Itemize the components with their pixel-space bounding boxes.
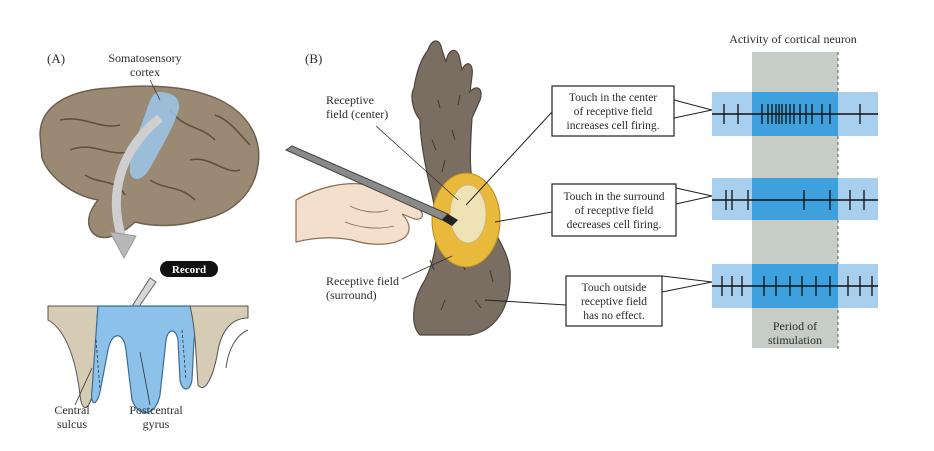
sulcus-leader-line — [74, 367, 93, 406]
receptive-field-center — [449, 184, 487, 244]
svg-text:has no effect.: has no effect. — [583, 310, 645, 322]
svg-text:Receptive: Receptive — [326, 93, 374, 107]
trace-row-2 — [712, 178, 878, 220]
svg-text:sulcus: sulcus — [57, 417, 87, 431]
probe-stick — [284, 145, 458, 226]
postcentral-gyrus-label: Postcentral gyrus — [129, 403, 183, 431]
svg-text:of receptive field: of receptive field — [574, 106, 653, 118]
rf-surround-leader-line — [401, 255, 453, 280]
svg-text:gyrus: gyrus — [143, 417, 170, 431]
zoom-arrow — [109, 114, 163, 260]
activity-title: Activity of cortical neuron — [729, 32, 857, 46]
svg-text:Central: Central — [54, 403, 90, 417]
record-badge: Record — [160, 261, 218, 277]
monkey-brain — [39, 85, 260, 239]
svg-text:Touch in the surround: Touch in the surround — [563, 191, 664, 203]
panel-b-label: (B) — [305, 51, 322, 66]
trace-row-1 — [712, 92, 878, 136]
svg-text:Record: Record — [172, 264, 206, 276]
svg-text:Period of: Period of — [773, 319, 817, 333]
svg-text:(surround): (surround) — [326, 288, 377, 302]
panel-a-label: (A) — [47, 51, 65, 66]
svg-text:receptive field: receptive field — [581, 296, 647, 308]
rf-surround-label: Receptive field (surround) — [326, 274, 399, 302]
callout-outside: Touch outside receptive field has no eff… — [484, 275, 713, 327]
svg-text:of receptive field: of receptive field — [575, 205, 654, 217]
svg-text:increases cell firing.: increases cell firing. — [567, 120, 660, 132]
svg-text:cortex: cortex — [130, 65, 160, 79]
rf-center-leader-line — [375, 125, 459, 201]
cortex-leader-line — [149, 79, 161, 101]
rf-center-label: Receptive field (center) — [326, 93, 388, 121]
svg-text:field (center): field (center) — [326, 107, 388, 121]
callout-surround: Touch in the surround of receptive field… — [494, 183, 713, 237]
svg-text:decreases cell firing.: decreases cell firing. — [567, 219, 662, 231]
cortex-label: Somatosensory cortex — [108, 51, 181, 79]
svg-text:Postcentral: Postcentral — [129, 403, 183, 417]
stimulation-label: Period of stimulation — [768, 319, 822, 347]
svg-text:Somatosensory: Somatosensory — [108, 51, 181, 65]
svg-text:stimulation: stimulation — [768, 333, 822, 347]
svg-text:Receptive field: Receptive field — [326, 274, 399, 288]
brain-sulci — [59, 109, 251, 201]
probe-hand — [295, 183, 424, 245]
central-sulcus-label: Central sulcus — [54, 403, 90, 431]
gyrus-leader-line — [139, 351, 151, 406]
cortex-cross-section — [47, 305, 249, 436]
svg-text:Touch in the center: Touch in the center — [569, 92, 657, 104]
somatosensory-cortex-highlight — [129, 92, 180, 180]
callout-center: Touch in the center of receptive field i… — [465, 85, 713, 206]
trace-row-3 — [712, 264, 878, 308]
svg-text:Touch outside: Touch outside — [582, 282, 647, 294]
